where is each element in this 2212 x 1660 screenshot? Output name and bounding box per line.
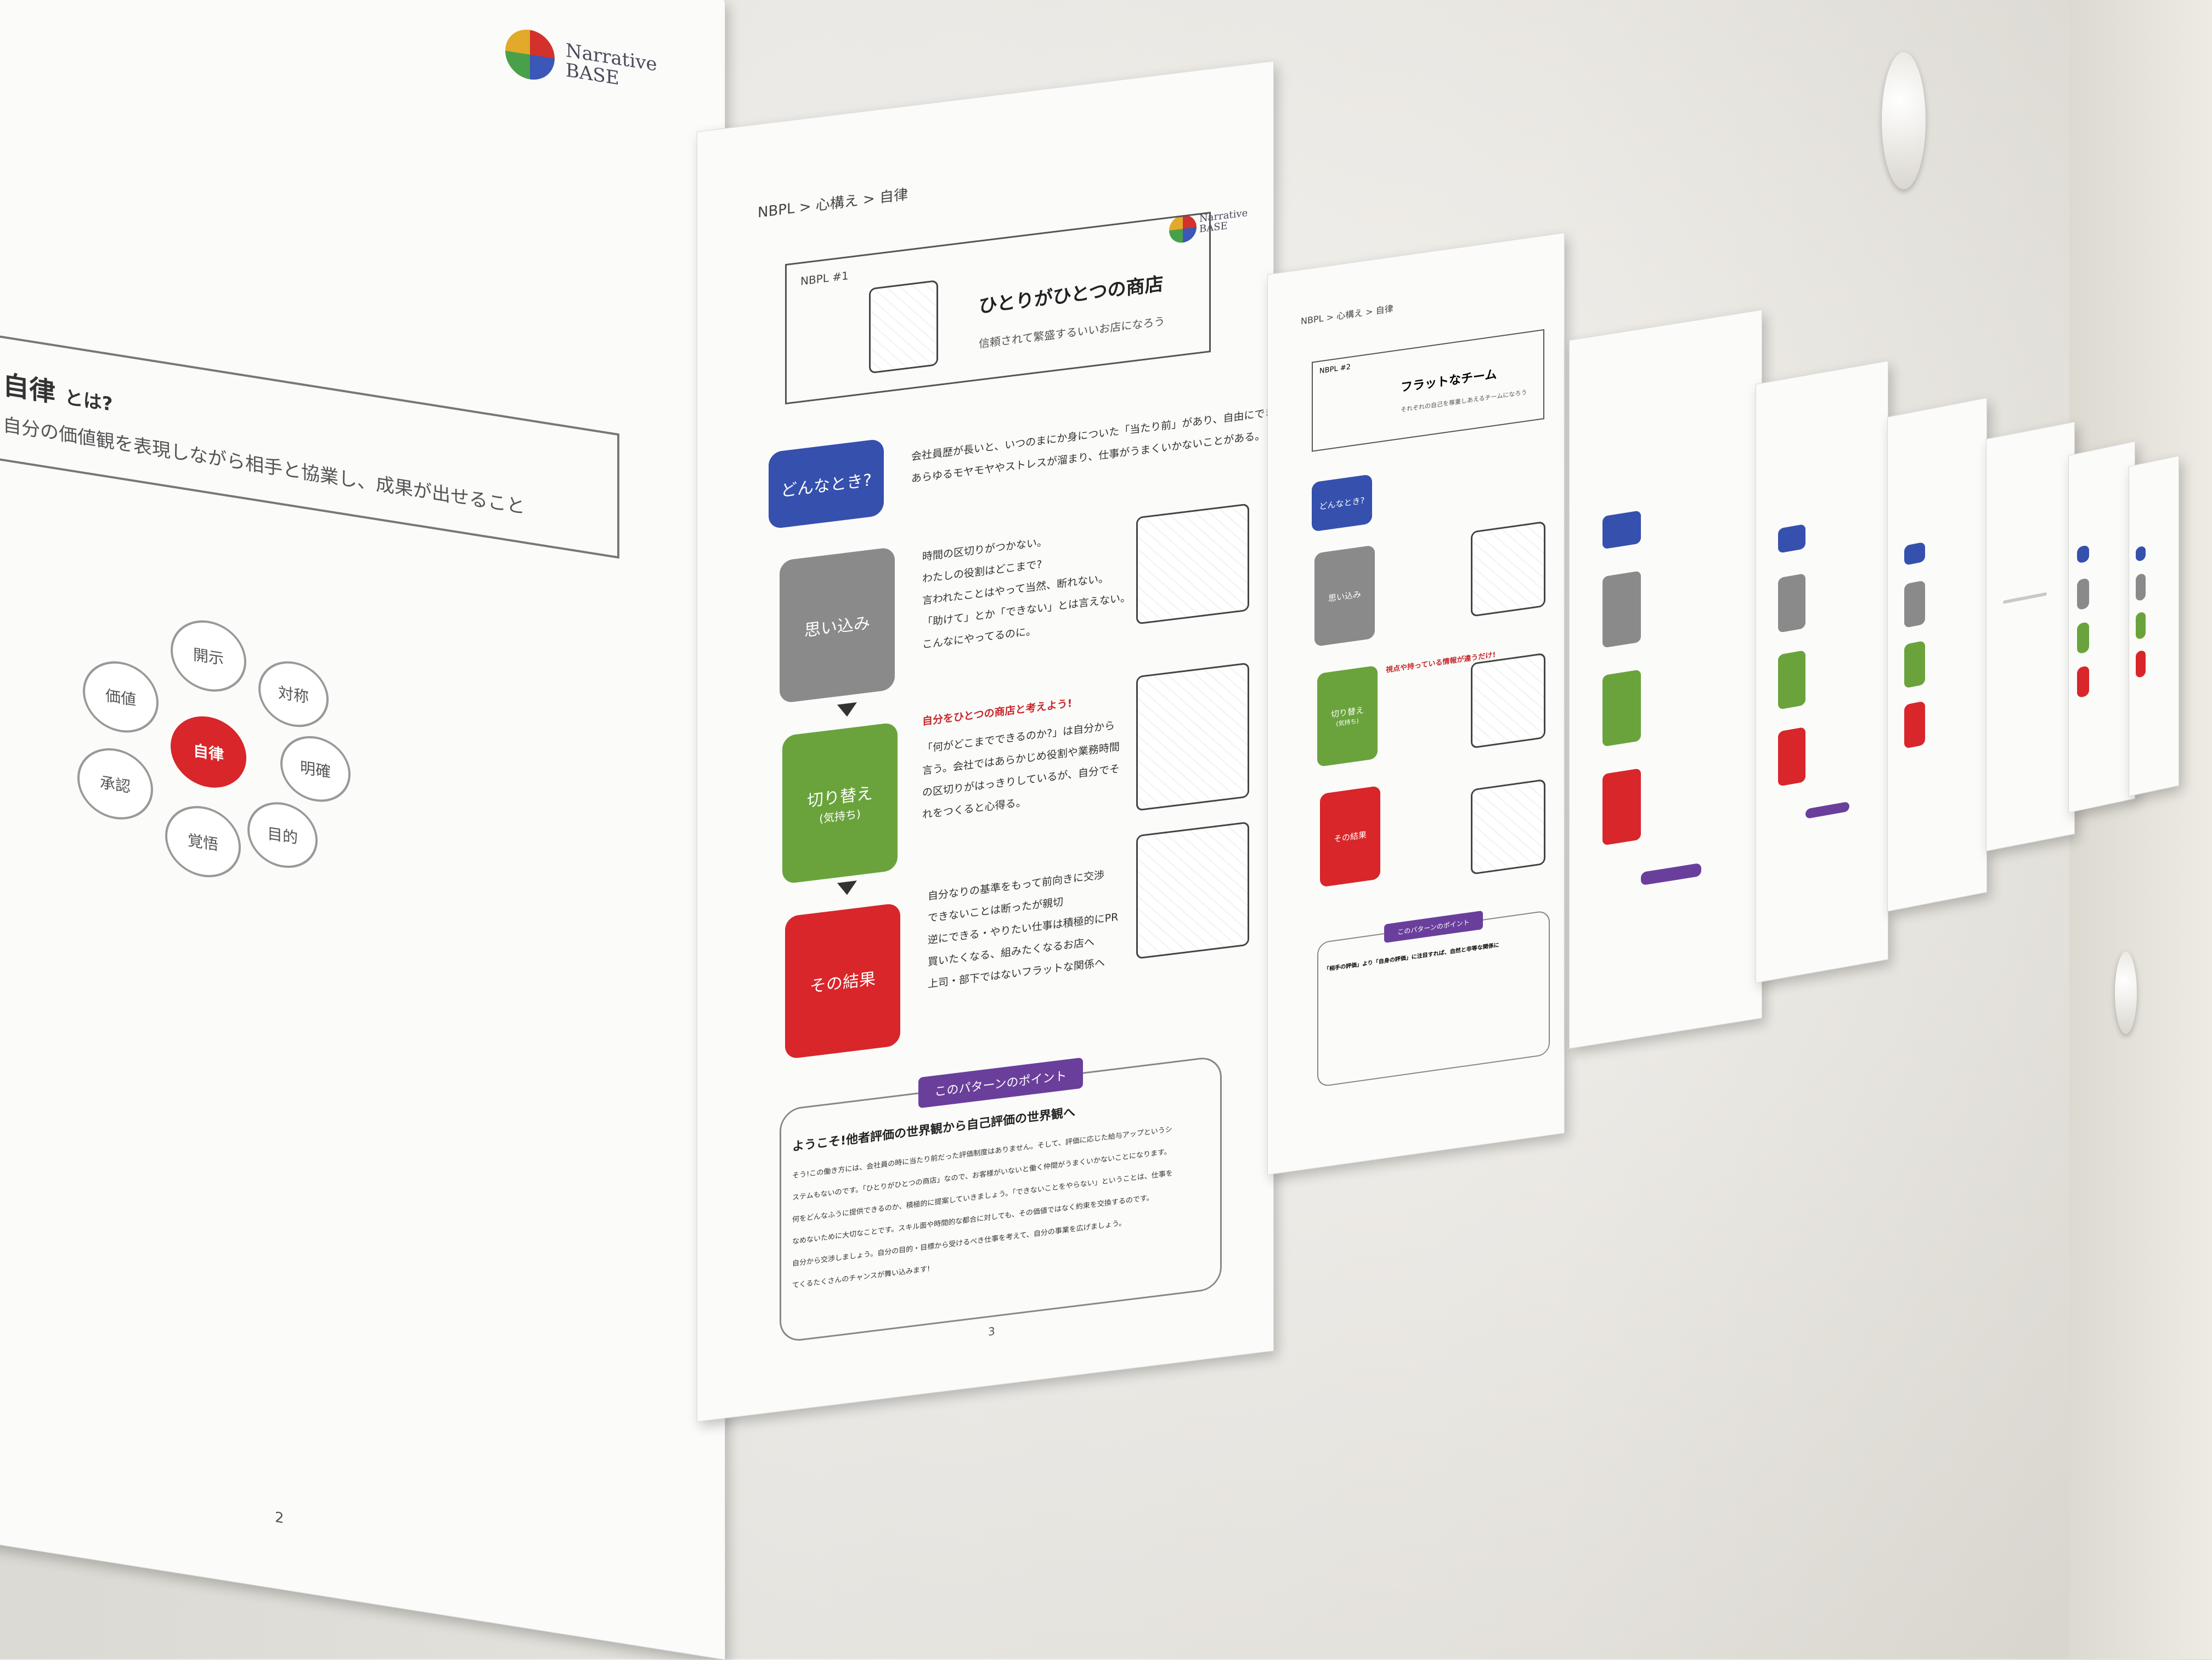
poster-4-green-box bbox=[1778, 650, 1805, 710]
left-poster: Narrative BASE 自律 とは? 自分の価値観を表現しながら相手と協業… bbox=[0, 0, 725, 1660]
poster-2-point-label: このパターンのポイント bbox=[1384, 910, 1483, 944]
result-label: その結果 bbox=[785, 902, 900, 1060]
switch-headline: 自分をひとつの商店と考えよう! bbox=[922, 697, 1073, 728]
circle-resolve: 覚悟 bbox=[165, 800, 241, 883]
circle-disclosure: 開示 bbox=[171, 614, 246, 697]
poster-5-green-box bbox=[1904, 640, 1925, 688]
switch-label: 切り替え (気持ち) bbox=[782, 722, 898, 884]
poster-5-blue-box bbox=[1904, 541, 1925, 566]
shopkeeper-illustration bbox=[1136, 662, 1249, 811]
poster-3-green-box bbox=[1602, 669, 1641, 747]
poster-2-illustration-3 bbox=[1471, 778, 1545, 875]
definition-text: 自分の価値観を表現しながら相手と協業し、成果が出せること bbox=[3, 414, 525, 519]
poster-4 bbox=[1756, 360, 1888, 983]
poster-7-blue-box bbox=[2077, 544, 2089, 564]
poster-8-green-box bbox=[2136, 611, 2146, 640]
poster-4-blue-box bbox=[1778, 523, 1805, 554]
poster-2-title-card: NBPL #2 フラットなチーム それぞれの自己を尊重しあえるチームになろう bbox=[1312, 329, 1544, 452]
when-label: どんなとき? bbox=[769, 438, 884, 529]
poster-5-red-box bbox=[1904, 701, 1925, 749]
frustrated-person-illustration bbox=[1136, 503, 1249, 625]
poster-3-blue-box bbox=[1602, 510, 1641, 550]
value-circle-diagram: 開示 対称 明確 目的 覚悟 承認 価値 自律 bbox=[61, 597, 368, 921]
circle-symmetry: 対称 bbox=[258, 656, 329, 732]
poster-2-point-section: このパターンのポイント 「相手の評価」より「自身の評価」に注目すれば、自然と非等… bbox=[1317, 910, 1550, 1088]
poster-5 bbox=[1887, 397, 1987, 912]
pattern-title: ひとりがひとつの商店 bbox=[979, 273, 1164, 318]
poster-8-gray-box bbox=[2136, 573, 2146, 602]
people-with-shops-illustration bbox=[1136, 821, 1249, 959]
poster-2-switch-label: 切り替え (気持ち) bbox=[1317, 665, 1378, 767]
poster-4-gray-box bbox=[1778, 573, 1805, 633]
poster-4-purple-tag bbox=[1805, 801, 1849, 819]
shop-illustration bbox=[869, 279, 938, 374]
result-item-1: 自分なりの基準をもって前向きに交渉 bbox=[928, 868, 1105, 903]
circle-purpose: 目的 bbox=[247, 797, 318, 873]
switch-label-text: 切り替え bbox=[807, 783, 873, 811]
pattern-id: NBPL #1 bbox=[800, 269, 849, 288]
poster-1-page-number: 3 bbox=[988, 1324, 995, 1339]
poster-2-belief-label: 思い込み bbox=[1314, 545, 1375, 647]
point-label: このパターンのポイント bbox=[918, 1057, 1083, 1109]
poster-3-gray-box bbox=[1602, 571, 1641, 648]
circle-approval: 承認 bbox=[77, 742, 153, 825]
poster-2-point-headline: 「相手の評価」より「自身の評価」に注目すれば、自然と非等な関係に bbox=[1324, 942, 1499, 973]
logo-text: Narrative BASE bbox=[566, 39, 657, 95]
circle-clarity: 明確 bbox=[280, 731, 351, 807]
point-section: このパターンのポイント ようこそ!他者評価の世界観から自己評価の世界観へ そう!… bbox=[780, 1055, 1222, 1343]
wall-outlet-top bbox=[1882, 52, 1926, 189]
poster-3-purple-tag bbox=[1641, 862, 1701, 886]
poster-6-text-line bbox=[2003, 592, 2047, 604]
poster-5-gray-box bbox=[1904, 580, 1925, 628]
poster-6 bbox=[1986, 421, 2075, 851]
narrative-base-logo-icon bbox=[505, 26, 555, 83]
poster-2-when-label: どんなとき? bbox=[1312, 474, 1372, 532]
center-circle-autonomy: 自律 bbox=[171, 710, 246, 793]
poster-1: NBPL > 心構え > 自律 Narrative BASE NBPL #1 ひ… bbox=[697, 60, 1274, 1422]
poster-3 bbox=[1569, 309, 1762, 1049]
wall-corner bbox=[2069, 0, 2212, 1659]
poster-7-gray-box bbox=[2077, 577, 2089, 611]
poster-4-red-box bbox=[1778, 726, 1805, 787]
poster-7 bbox=[2068, 441, 2135, 813]
poster-7-red-box bbox=[2077, 665, 2089, 698]
definition-box: 自律 とは? 自分の価値観を表現しながら相手と協業し、成果が出せること bbox=[0, 334, 619, 559]
poster-8-blue-box bbox=[2136, 545, 2146, 562]
left-poster-page-number: 2 bbox=[275, 1509, 284, 1527]
poster-2-title: フラットなチーム bbox=[1401, 368, 1497, 395]
poster-8-red-box bbox=[2136, 650, 2146, 679]
pattern-subtitle: 信頼されて繁盛するいいお店になろう bbox=[979, 314, 1165, 351]
arrow-down-icon bbox=[837, 702, 857, 718]
poster-2-illustration-2 bbox=[1471, 652, 1545, 749]
poster-2: NBPL > 心構え > 自律 NBPL #2 フラットなチーム それぞれの自己… bbox=[1267, 232, 1565, 1175]
point-text-6: てくるたくさんのチャンスが舞い込みます! bbox=[792, 1264, 930, 1290]
term-suffix: とは? bbox=[64, 386, 113, 416]
poster-3-red-box bbox=[1602, 768, 1641, 846]
title-card: NBPL #1 ひとりがひとつの商店 信頼されて繁盛するいいお店になろう bbox=[785, 211, 1211, 405]
term-title: 自律 bbox=[3, 369, 56, 409]
circle-value: 価値 bbox=[83, 656, 159, 738]
switch-text-line-4: れをつくると心得る。 bbox=[922, 796, 1026, 821]
poster-7-green-box bbox=[2077, 621, 2089, 654]
poster-8 bbox=[2129, 455, 2179, 797]
belief-label: 思い込み bbox=[780, 546, 895, 704]
wall-outlet-bottom bbox=[2115, 952, 2137, 1034]
arrow-down-icon-2 bbox=[837, 880, 857, 896]
poster-2-pattern-id: NBPL #2 bbox=[1319, 363, 1351, 376]
poster-2-illustration-1 bbox=[1471, 521, 1545, 617]
poster-2-result-label: その結果 bbox=[1320, 786, 1380, 888]
breadcrumb: NBPL > 心構え > 自律 bbox=[758, 186, 909, 222]
poster-2-breadcrumb: NBPL > 心構え > 自律 bbox=[1301, 303, 1393, 327]
